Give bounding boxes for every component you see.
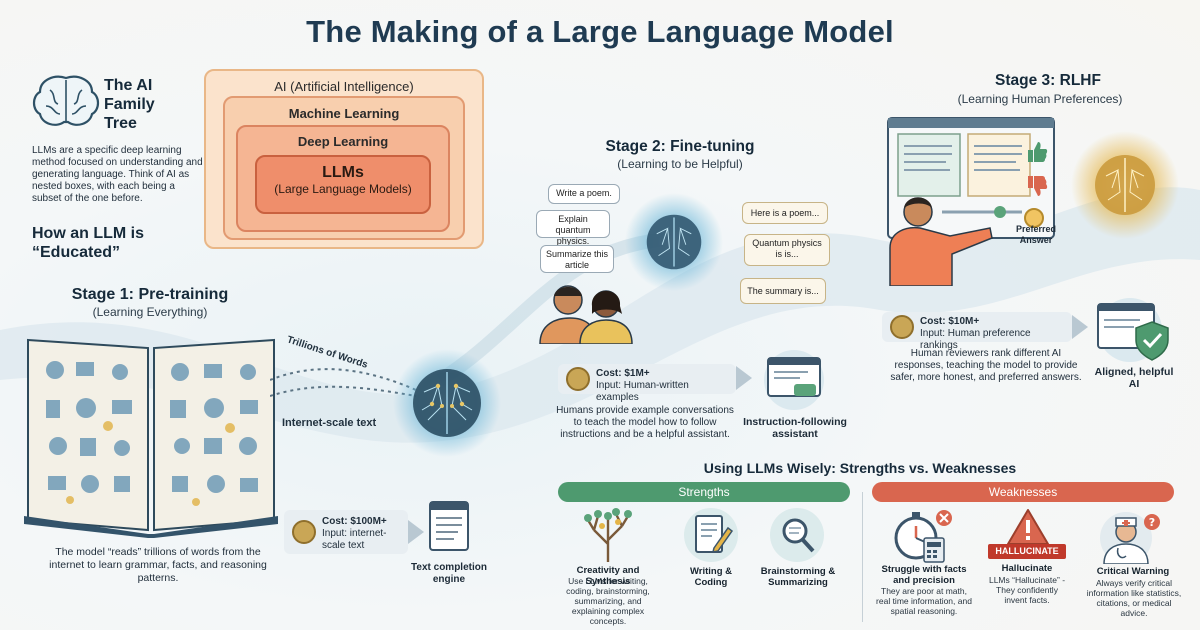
strength-1-title: Creativity and Synthesis	[576, 565, 640, 587]
weaknesses-header: Weaknesses	[872, 482, 1174, 502]
box-dl-label: Deep Learning	[297, 134, 389, 149]
weakness-3-desc: Always verify critical information like …	[1086, 578, 1182, 618]
wisely-heading: Using LLMs Wisely: Strengths vs. Weaknes…	[703, 460, 1017, 476]
box-llm-full-label: (Large Language Models)	[274, 182, 412, 196]
stage3-output: Aligned, helpful AI	[1094, 366, 1174, 390]
prompt-bubble-1: Write a poem.	[548, 184, 620, 204]
strength-1-desc: Use LLMs for writing, coding, brainstorm…	[566, 576, 650, 626]
shield-check-icon	[1097, 298, 1169, 362]
stage1-cost-box: Cost: $100M+ Input: internet-scale text	[284, 510, 408, 554]
stage3-title: Stage 3: RLHF	[995, 72, 1101, 89]
hallucinate-badge: HALLUCINATE	[988, 544, 1066, 559]
stage2-description: Humans provide example conversations to …	[556, 405, 734, 440]
brain-icon	[32, 75, 100, 126]
stage1-input: Input: internet-scale text	[322, 528, 387, 551]
stage1-subtitle: (Learning Everything)	[92, 305, 208, 319]
weakness-1-desc: They are poor at math, real time informa…	[876, 586, 972, 616]
stage1-title: Stage 1: Pre-training	[71, 286, 229, 303]
box-llm-label: LLMs	[322, 164, 364, 181]
stage2-cost: Cost: $1M+	[596, 368, 650, 379]
preferred-answer-label: Preferred Answer	[1015, 224, 1057, 245]
people-icon	[539, 285, 633, 344]
weakness-2-title: Hallucinate	[1001, 563, 1053, 574]
stage2-neural-brain-icon	[624, 192, 724, 292]
weakness-1-title: Struggle with facts and precision	[881, 564, 967, 586]
response-bubble-3: The summary is...	[740, 278, 826, 304]
box-ml-label: Machine Learning	[288, 106, 400, 121]
stage3-input: Input: Human preference rankings	[920, 328, 1031, 351]
thumbs-up-icon	[1028, 142, 1048, 162]
family-tree-description: LLMs are a specific deep learning method…	[32, 145, 203, 204]
book-icon	[24, 338, 278, 538]
thumbs-down-icon	[1028, 176, 1048, 196]
golden-brain-icon	[1071, 131, 1179, 239]
stage1-output: Text completion engine	[411, 562, 487, 585]
coin-stack-icon	[292, 520, 316, 544]
stage3-cost-box: Cost: $10M+ Input: Human preference rank…	[882, 312, 1072, 351]
stage2-input: Input: Human-written examples	[596, 380, 689, 403]
svg-text:?: ?	[1149, 516, 1155, 529]
stage2-subtitle: (Learning to be Helpful)	[617, 157, 743, 171]
stage2-title: Stage 2: Fine-tuning	[605, 138, 755, 155]
stage1-text-label: Internet-scale text	[282, 417, 377, 429]
stage3-subtitle: (Learning Human Preferences)	[957, 92, 1123, 106]
arrow-right-icon	[408, 520, 424, 544]
box-ai-label: AI (Artificial Intelligence)	[274, 79, 414, 94]
arrow-right-icon	[1072, 315, 1088, 339]
stage2-cost-box: Cost: $1M+ Input: Human-written examples	[558, 364, 736, 403]
stopwatch-icon	[894, 510, 952, 563]
doctor-icon: ?	[1100, 512, 1160, 564]
prompt-bubble-3: Summarize this article	[540, 245, 614, 273]
warning-icon	[1007, 509, 1049, 545]
strengths-header: Strengths	[558, 482, 850, 502]
stage1-description: The model “reads” trillions of words fro…	[49, 546, 267, 584]
page-title: The Making of a Large Language Model	[306, 14, 894, 49]
stage3-cost: Cost: $10M+	[920, 316, 980, 327]
document-icon	[429, 501, 469, 551]
family-tree-heading: The AI Family Tree	[104, 77, 155, 132]
coin-stack-icon	[566, 367, 590, 391]
strength-3-title: Brainstorming & Summarizing	[760, 566, 836, 588]
divider	[862, 492, 863, 622]
rlhf-review-scene	[887, 117, 1055, 286]
stage2-output: Instruction-following assistant	[743, 416, 847, 440]
box-llm: LLMs (Large Language Models)	[255, 155, 431, 214]
educated-heading: How an LLM is “Educated”	[32, 225, 144, 261]
neural-brain-icon	[393, 349, 501, 457]
stage1-cost: Cost: $100M+	[322, 516, 387, 527]
magnifier-icon	[782, 518, 815, 553]
weakness-3-title: Critical Warning	[1096, 566, 1170, 577]
strength-2-title: Writing & Coding	[689, 566, 733, 588]
stage3-description: Human reviewers rank different AI respon…	[890, 348, 1082, 383]
coin-stack-icon	[890, 315, 914, 339]
tree-icon	[584, 508, 632, 562]
preferred-marker-icon	[1024, 208, 1044, 228]
chat-window-icon	[764, 350, 824, 410]
arrow-right-icon	[736, 366, 752, 390]
pencil-paper-icon	[695, 515, 734, 553]
prompt-bubble-2: Explain quantum physics.	[536, 210, 610, 246]
weakness-2-desc: LLMs “Hallucinate” - They confidently in…	[988, 575, 1066, 605]
response-bubble-2: Quantum physics is is...	[744, 234, 830, 266]
response-bubble-1: Here is a poem...	[742, 202, 828, 224]
